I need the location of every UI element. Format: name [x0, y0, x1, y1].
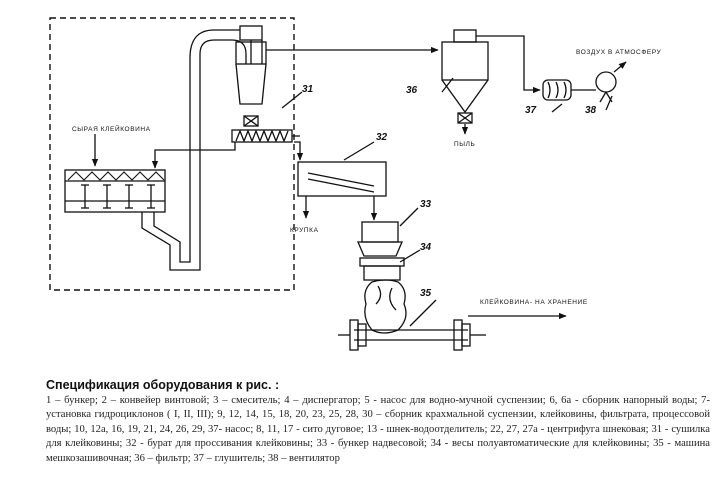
gluten-to-storage-label: КЛЕЙКОВИНА- НА ХРАНЕНИЕ — [480, 297, 588, 306]
recirculation-duct — [151, 142, 236, 169]
screw-conveyor — [231, 129, 300, 143]
silencer-37 — [542, 79, 596, 113]
item-number-36: 36 — [406, 85, 418, 96]
grits-label: КРУПКА — [290, 227, 319, 234]
spec-title: Спецификация оборудования к рис. : — [46, 378, 280, 392]
item-number-33: 33 — [420, 199, 432, 210]
sewing-machine-35 — [338, 279, 567, 351]
item-number-32: 32 — [376, 132, 388, 143]
spec-text: 1 – бункер; 2 – конвейер винтовой; 3 – с… — [46, 394, 710, 464]
filter-36 — [441, 29, 489, 135]
equipment-specification: Спецификация оборудования к рис. : 1 – б… — [46, 378, 710, 467]
bolter-32 — [297, 141, 387, 221]
dryer-unit-boundary — [49, 17, 295, 291]
item-number-34: 34 — [420, 242, 432, 253]
item-number-35: 35 — [420, 288, 432, 299]
item-number-31: 31 — [302, 84, 314, 95]
item-number-37: 37 — [525, 105, 537, 116]
drying-tube — [141, 39, 247, 271]
item-number-38: 38 — [585, 105, 597, 116]
mixer-unit — [64, 169, 166, 213]
air-to-atmosphere-label: ВОЗДУХ В АТМОСФЕРУ — [576, 49, 662, 56]
process-flow-diagram: СЫРАЯ КЛЕЙКОВИНА ВОЗДУХ В АТМОСФЕРУ ПЫЛЬ… — [49, 17, 662, 351]
hopper-33 — [357, 207, 419, 257]
raw-gluten-label: СЫРАЯ КЛЕЙКОВИНА — [72, 124, 151, 133]
dryer-cyclone — [235, 25, 267, 127]
dust-label: ПЫЛЬ — [454, 141, 475, 148]
scale-34 — [359, 249, 421, 281]
fan-38 — [595, 61, 627, 111]
